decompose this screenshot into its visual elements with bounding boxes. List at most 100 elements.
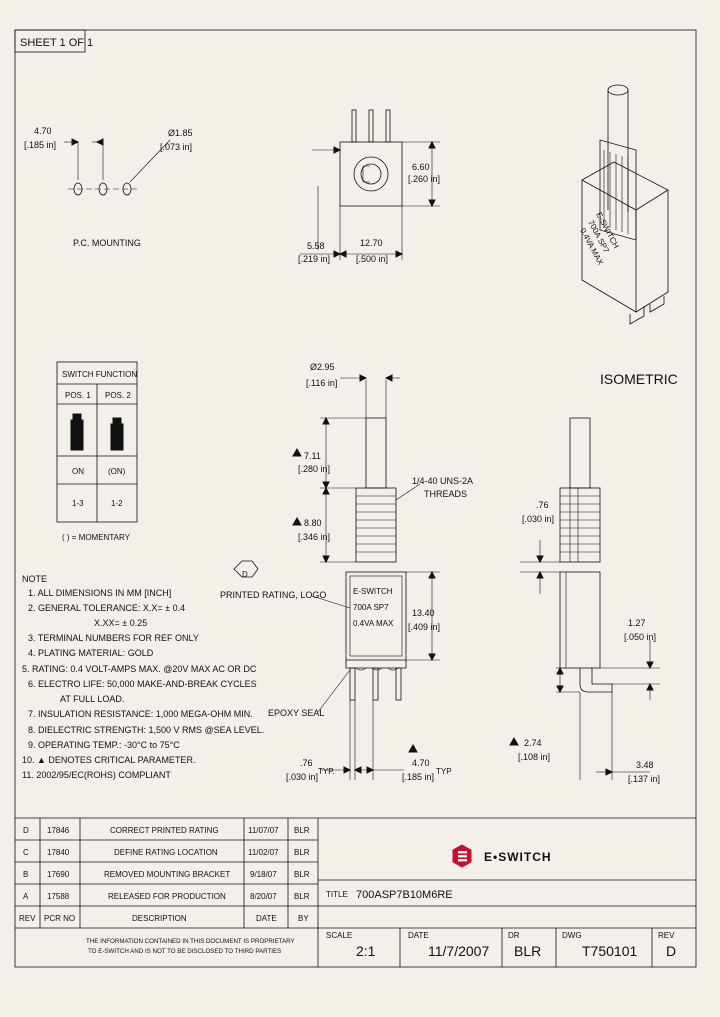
isometric-view: E-SWITCH 700A SP7 0.4VA MAX ISOMETRIC [578,84,678,387]
rev-row-1-desc: CORRECT PRINTED RATING [110,826,219,835]
side-foot-in: [.137 in] [628,774,660,784]
bushing-len-mm: 8.80 [304,518,322,528]
notes-title: NOTE [22,574,47,584]
title-label: TITLE [326,890,348,899]
note-3: 3. TERMINAL NUMBERS FOR REF ONLY [28,633,199,643]
brand-name: E•SWITCH [484,850,552,864]
pc-hole-dia-mm: Ø1.85 [168,128,193,138]
hex-number: D [242,570,248,579]
side-thickness-mm: .76 [536,500,549,510]
rev-row-1-by: BLR [294,826,310,835]
dr-value: BLR [514,943,541,959]
title-block: E•SWITCH TITLE 700ASP7B10M6RE SCALE 2:1 … [318,844,696,967]
actuator-dia-in: [.116 in] [306,378,337,388]
top-height-mm: 6.60 [412,162,430,172]
note-6: 6. ELECTRO LIFE: 50,000 MAKE-AND-BREAK C… [28,679,257,689]
pc-mounting-title: P.C. MOUNTING [73,238,141,248]
terminal-spacing-in: [.185 in] [402,772,434,782]
thread-label-2: THREADS [424,489,467,499]
drawing-title: 700ASP7B10M6RE [356,889,453,901]
side-thickness-in: [.030 in] [522,514,554,524]
pos-1-label: POS. 1 [65,391,91,400]
body-text-3: 0.4VA MAX [353,619,394,628]
switch-function-title: SWITCH FUNCTION [62,370,137,379]
pos-2-terminals: 1-2 [111,499,123,508]
rev-header-date: DATE [256,914,277,923]
pc-spacing-in: [.185 in] [24,140,56,150]
top-offset-in: [.219 in] [298,254,330,264]
rev-row-2-rev: C [23,848,29,857]
epoxy-label: EPOXY SEAL [268,708,324,718]
momentary-legend: ( ) = MOMENTARY [62,533,131,542]
note-8: 8. DIELECTRIC STRENGTH: 1,500 V RMS @SEA… [28,725,264,735]
rev-row-1-rev: D [23,826,29,835]
note-2b: X.XX= ± 0.25 [94,618,147,628]
side-bend-in: [.050 in] [624,632,656,642]
rev-label: REV [658,931,675,940]
rev-row-2-pcr: 17840 [47,848,70,857]
top-width-mm: 12.70 [360,238,383,248]
notes-block: NOTE 1. ALL DIMENSIONS IN MM [INCH] 2. G… [22,574,264,780]
dwg-value: T750101 [582,943,637,959]
proprietary-line-2: TO E-SWITCH AND IS NOT TO BE DISCLOSED T… [88,948,281,955]
pc-spacing-mm: 4.70 [34,126,52,136]
date-value: 11/7/2007 [428,943,489,959]
rev-header-rev: REV [19,914,36,923]
rev-header-pcr: PCR NO [44,914,75,923]
sheet-label: SHEET 1 OF 1 [20,37,93,49]
note-1: 1. ALL DIMENSIONS IN MM [INCH] [28,588,171,598]
proprietary-line-1: THE INFORMATION CONTAINED IN THIS DOCUME… [86,938,295,945]
isometric-label: ISOMETRIC [600,371,678,387]
rev-row-4-rev: A [23,892,29,901]
rev-row-3-rev: B [23,870,28,879]
rev-row-2-date: 11/02/07 [248,848,279,857]
top-height-in: [.260 in] [408,174,440,184]
pos-2-label: POS. 2 [105,391,131,400]
rev-row-4-pcr: 17588 [47,892,70,901]
bushing-len-in: [.346 in] [298,532,330,542]
body-text-2: 700A SP7 [353,603,389,612]
terminal-spacing-mm: 4.70 [412,758,430,768]
note-4: 4. PLATING MATERIAL: GOLD [28,648,154,658]
typ-label-2: TYP [436,767,452,776]
pos-1-terminals: 1-3 [72,499,84,508]
note-10: 10. ▲ DENOTES CRITICAL PARAMETER. [22,755,195,765]
rev-row-4-date: 8/20/07 [250,892,277,901]
rev-row-4-desc: RELEASED FOR PRODUCTION [108,892,226,901]
dwg-label: DWG [562,931,582,940]
note-2: 2. GENERAL TOLERANCE: X.X= ± 0.4 [28,603,185,613]
note-9: 9. OPERATING TEMP.: -30°C to 75°C [28,740,180,750]
rev-row-1-date: 11/07/07 [248,826,279,835]
thread-label-1: 1/4-40 UNS-2A [412,476,473,486]
rev-row-3-by: BLR [294,870,310,879]
terminal-width-in: [.030 in] [286,772,318,782]
side-bend-mm: 1.27 [628,618,646,628]
printed-rating-label: PRINTED RATING, LOGO [220,590,326,600]
pos-2-state: (ON) [108,467,126,476]
terminal-width-mm: .76 [300,758,313,768]
pos-1-state: ON [72,467,84,476]
side-view: .76 [.030 in] 1.27 [.050 in] 2.74 [.108 … [509,417,660,784]
pc-mounting-view: 4.70 [.185 in] Ø1.85 [.073 in] P.C. MOUN… [24,126,193,248]
side-bend-height-in: [.108 in] [518,752,550,762]
rev-row-3-date: 9/18/07 [250,870,277,879]
body-text-1: E-SWITCH [353,587,393,596]
side-bend-height-mm: 2.74 [524,738,542,748]
scale-value: 2:1 [356,943,376,959]
pc-hole-dia-in: [.073 in] [160,142,192,152]
revision-table: D 17846 CORRECT PRINTED RATING 11/07/07 … [15,817,696,967]
typ-label: TYP. [318,767,335,776]
top-width-in: [.500 in] [356,254,388,264]
pos-1-toggle-icon [70,419,84,451]
rev-row-3-pcr: 17690 [47,870,70,879]
rev-row-3-desc: REMOVED MOUNTING BRACKET [104,870,230,879]
sheet-label-box [14,29,86,53]
front-view: Ø2.95 [.116 in] 7.11 [.280 in] 8.80 [.34… [220,362,473,782]
date-label: DATE [408,931,429,940]
actuator-len-mm: 7.11 [304,451,321,461]
rev-row-2-by: BLR [294,848,310,857]
pos-2-toggle-icon [110,423,124,451]
switch-function-table: SWITCH FUNCTION POS. 1 POS. 2 ON (ON) 1-… [56,361,138,542]
